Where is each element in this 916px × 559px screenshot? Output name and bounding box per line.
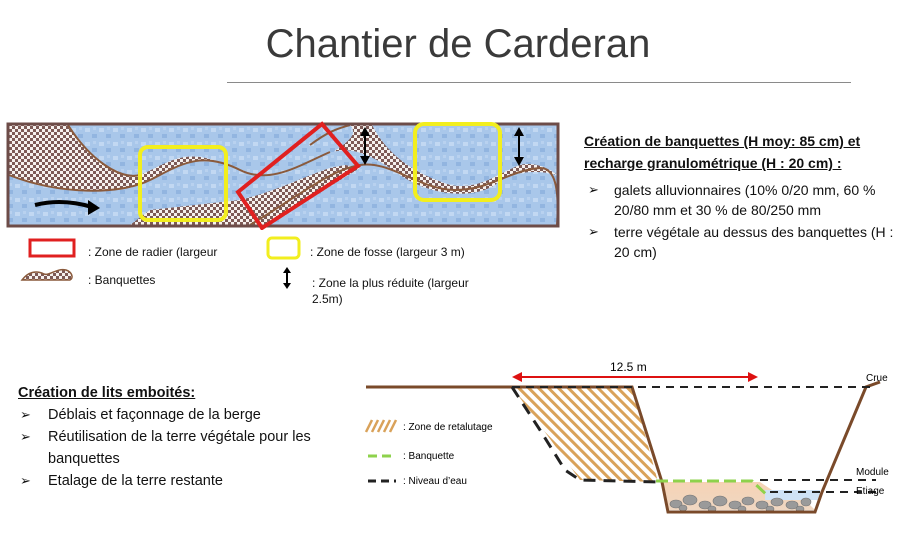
double-arrow-icon bbox=[360, 127, 370, 165]
legend-reduite-label: : Zone la plus réduite (largeur 2.5m) bbox=[312, 276, 469, 306]
level-module-label: Module bbox=[856, 467, 889, 478]
width-arrow bbox=[512, 372, 758, 382]
legend-water-label: : Niveau d’eau bbox=[403, 476, 467, 487]
pebbles bbox=[669, 494, 812, 513]
legend-retalutage-swatch bbox=[364, 419, 398, 433]
retalutage-zone bbox=[512, 387, 658, 482]
double-arrow-icon bbox=[283, 267, 291, 289]
radier-zone-box bbox=[235, 121, 362, 230]
river-flow-arrow-icon bbox=[34, 200, 100, 215]
banquette-line bbox=[656, 479, 770, 498]
legend-banquettes-swatch bbox=[20, 268, 73, 281]
legend-banquettes-label: : Banquettes bbox=[88, 273, 156, 287]
channel-profile-line bbox=[366, 380, 881, 514]
banquettes-item: galets alluvionnaires (10% 0/20 mm, 60 %… bbox=[584, 180, 910, 220]
level-crue-label: Crue bbox=[866, 373, 888, 384]
cross-section-diagram: 12.5 m Crue Module Etiage bbox=[364, 360, 889, 514]
fosse-zone-box bbox=[138, 145, 228, 222]
lits-block: Création de lits emboités: Déblais et fa… bbox=[18, 382, 348, 492]
legend-fosse-label: : Zone de fosse (largeur 3 m) bbox=[310, 245, 465, 259]
legend-radier-label: : Zone de radier (largeur bbox=[88, 245, 218, 259]
lits-item: Réutilisation de la terre végétale pour … bbox=[18, 426, 348, 470]
page-title: Chantier de Carderan bbox=[265, 22, 651, 66]
river-plan-view bbox=[6, 121, 560, 230]
title-divider bbox=[227, 82, 851, 83]
double-arrow-icon bbox=[514, 127, 524, 166]
lits-item: Déblais et façonnage de la berge bbox=[18, 404, 348, 426]
banquettes-item: terre végétale au dessus des banquettes … bbox=[584, 222, 910, 262]
lits-heading: Création de lits emboités: bbox=[18, 385, 196, 401]
width-label: 12.5 m bbox=[610, 360, 647, 374]
legend-retalutage-label: : Zone de retalutage bbox=[403, 422, 493, 433]
fosse-zone-box bbox=[413, 122, 502, 202]
banquettes-block: Création de banquettes (H moy: 85 cm) et… bbox=[584, 130, 910, 264]
legend-banquette-label: : Banquette bbox=[403, 451, 455, 462]
lits-item: Etalage de la terre restante bbox=[18, 470, 348, 492]
legend-fosse-swatch bbox=[266, 236, 301, 260]
level-etiage-label: Etiage bbox=[856, 486, 885, 497]
legend-radier-swatch bbox=[28, 238, 76, 258]
banquettes-heading: Création de banquettes (H moy: 85 cm) et… bbox=[584, 133, 861, 171]
